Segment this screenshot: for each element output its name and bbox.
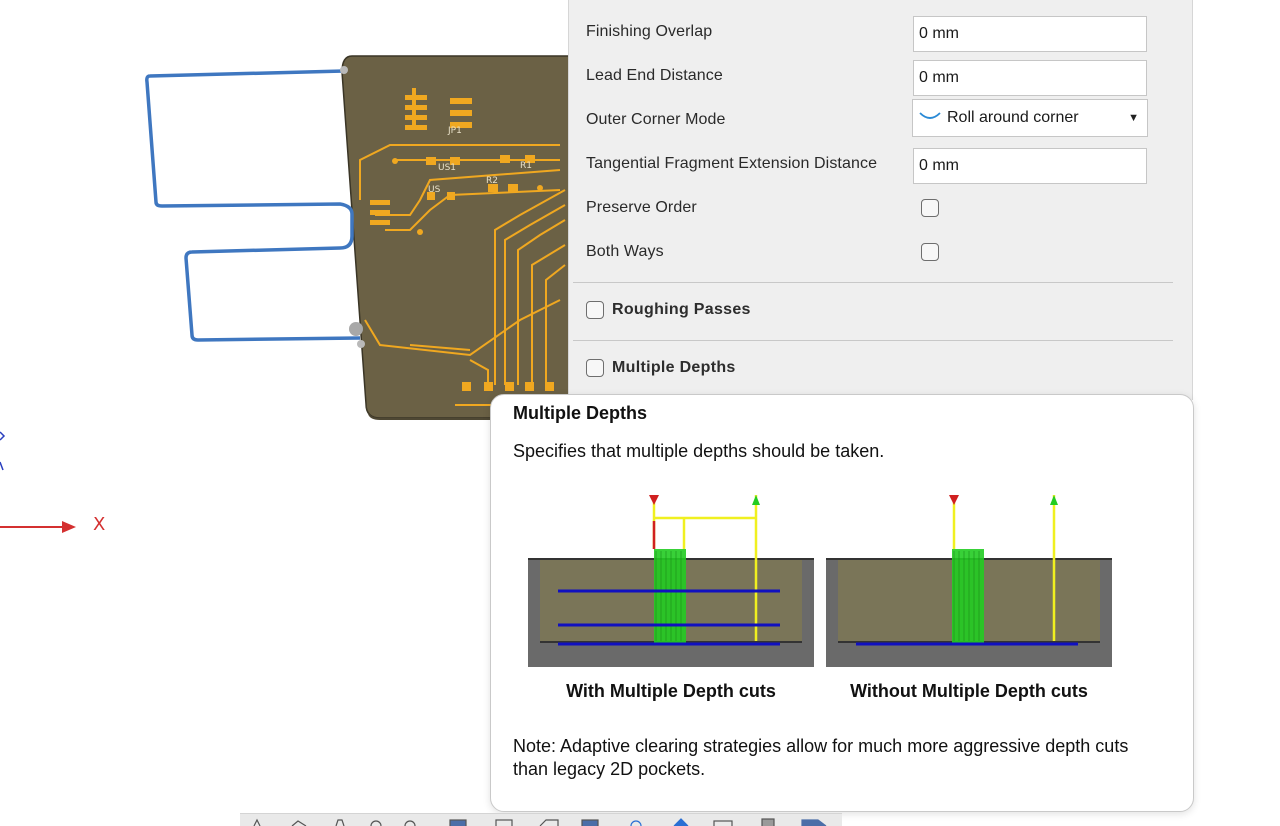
preserve-order-row: Preserve Order <box>569 186 1194 230</box>
preserve-order-checkbox[interactable] <box>921 199 939 217</box>
fit-icon <box>404 820 416 826</box>
look-at-icon <box>291 820 307 826</box>
without-multiple-depth-illustration <box>826 495 1112 667</box>
section-divider <box>573 340 1173 341</box>
pan-icon <box>335 819 345 826</box>
pcb-silkscreen: JP1 US1 R1 R2 US <box>428 126 532 195</box>
finishing-overlap-label: Finishing Overlap <box>586 23 713 40</box>
tangential-extension-input[interactable] <box>913 148 1147 184</box>
lead-end-distance-row: Lead End Distance <box>569 54 1194 98</box>
both-ways-checkbox[interactable] <box>921 243 939 261</box>
section-divider <box>573 282 1173 283</box>
measure-icon <box>801 819 827 826</box>
svg-text:US: US <box>428 185 441 195</box>
both-ways-row: Both Ways <box>569 230 1194 274</box>
tooltip-title: Multiple Depths <box>513 403 647 423</box>
svg-text:JP1: JP1 <box>447 126 462 136</box>
svg-text:R2: R2 <box>486 176 498 186</box>
finishing-overlap-row: Finishing Overlap <box>569 10 1194 54</box>
finishing-overlap-input[interactable] <box>913 16 1147 52</box>
effects-icon <box>673 818 689 826</box>
x-axis-arrow-icon <box>62 521 76 533</box>
multiple-depths-label: Multiple Depths <box>612 359 736 376</box>
viewports-icon <box>539 819 559 826</box>
multiple-depths-tooltip: Multiple Depths Specifies that multiple … <box>490 394 1194 812</box>
object-visibility-icon <box>713 820 733 826</box>
navigation-toolbar <box>240 813 842 826</box>
tangential-extension-row: Tangential Fragment Extension Distance <box>569 142 1194 186</box>
pcb-model-canvas[interactable]: JP1 US1 R1 R2 US <box>0 0 570 826</box>
with-multiple-depth-illustration <box>528 495 814 667</box>
curve-icon <box>919 112 941 119</box>
tooltip-description: Specifies that multiple depths should be… <box>513 441 885 461</box>
sketch-point[interactable] <box>357 340 365 348</box>
without-multiple-depth-caption: Without Multiple Depth cuts <box>850 681 1088 701</box>
zoom-icon <box>370 820 382 826</box>
outer-corner-mode-label: Outer Corner Mode <box>586 111 726 128</box>
outer-corner-mode-select[interactable]: Roll around corner ▼ <box>912 99 1148 137</box>
z-axis-arrow-icon <box>0 431 6 441</box>
environment-icon <box>581 819 599 826</box>
toolpath-settings-panel: Finishing Overlap Lead End Distance Oute… <box>568 0 1193 400</box>
with-multiple-depth-caption: With Multiple Depth cuts <box>566 681 776 701</box>
roughing-passes-label: Roughing Passes <box>612 301 751 318</box>
roughing-passes-checkbox[interactable] <box>586 301 604 319</box>
both-ways-label: Both Ways <box>586 243 664 260</box>
sketch-contour <box>145 69 361 342</box>
orbit-icon <box>253 818 261 826</box>
roughing-passes-section[interactable]: Roughing Passes <box>569 290 1194 330</box>
grid-icon <box>495 819 513 826</box>
outer-corner-mode-row: Outer Corner Mode Roll around corner ▼ <box>569 98 1194 142</box>
sketch-point[interactable] <box>340 66 348 74</box>
sketch-point[interactable] <box>349 322 363 336</box>
tooltip-note: Note: Adaptive clearing strategies allow… <box>513 736 1129 779</box>
preserve-order-label: Preserve Order <box>586 199 697 216</box>
multiple-depths-checkbox[interactable] <box>586 359 604 377</box>
lead-end-distance-label: Lead End Distance <box>586 67 723 84</box>
refresh-icon <box>630 820 642 826</box>
pcb-pads <box>370 88 554 391</box>
toolbar-icons <box>253 818 827 826</box>
camera-icon <box>761 818 775 826</box>
x-axis-label: X <box>93 514 106 535</box>
multiple-depths-section[interactable]: Multiple Depths <box>569 348 1194 388</box>
svg-text:US1: US1 <box>438 163 456 173</box>
z-axis-arrow-icon <box>0 461 4 471</box>
svg-text:R1: R1 <box>520 161 532 171</box>
lead-end-distance-input[interactable] <box>913 60 1147 96</box>
pcb-traces <box>359 144 566 406</box>
outer-corner-mode-value: Roll around corner <box>947 109 1079 126</box>
tangential-extension-label: Tangential Fragment Extension Distance <box>586 155 878 172</box>
display-settings-icon <box>449 819 467 826</box>
dropdown-arrow-icon: ▼ <box>1128 112 1139 124</box>
